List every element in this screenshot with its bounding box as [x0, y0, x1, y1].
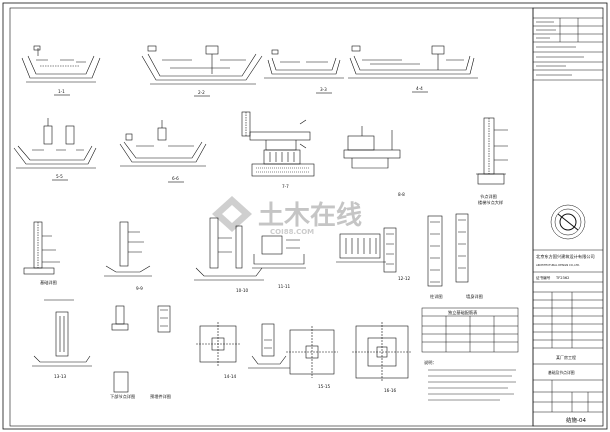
- section-9-9: 基础详图: [23, 221, 60, 286]
- reinforcement-table: 独立基础配筋表: [421, 307, 519, 353]
- section-1-1: 1-1: [21, 45, 101, 96]
- section-label-11-11: 11-11: [278, 284, 291, 289]
- note-label-embed-detail: 预埋件详图: [150, 393, 171, 400]
- section-3-3: 3-3: [264, 49, 344, 94]
- section-label-9-9: 9-9: [136, 286, 143, 291]
- note-label-foundation-detail: 基础详图: [40, 279, 57, 286]
- company-name: 北京东方国兴建筑设计有限公司: [536, 253, 595, 260]
- section-label-2-2: 2-2: [198, 90, 205, 95]
- notes-heading: 说明：: [424, 359, 437, 366]
- section-14-14: 下部节点详图 预埋件详图: [110, 305, 171, 400]
- section-label-14-14: 14-14: [224, 374, 237, 379]
- section-2-2: 2-2: [141, 45, 263, 97]
- section-10-10: 9-9: [104, 221, 152, 291]
- section-label-4-4: 4-4: [416, 86, 423, 91]
- note-label-node-detail: 节点详图: [480, 193, 497, 200]
- section-label-7-7: 7-7: [282, 184, 289, 189]
- section-label-16-16: 16-16: [384, 388, 397, 393]
- note-label-lower-node: 下部节点详图: [110, 393, 135, 400]
- footing-plan-1: 14-14: [196, 322, 240, 379]
- note-label-wall-detail: 墙身详图: [466, 293, 483, 300]
- section-label-3-3: 3-3: [320, 87, 327, 92]
- watermark: 土木在线 COI88.COM: [212, 196, 362, 236]
- section-4-4: 4-4: [348, 45, 478, 93]
- section-5-5: 5-5: [13, 118, 97, 181]
- section-label-10-10: 10-10: [236, 288, 249, 293]
- section-7-7: 7-7: [241, 111, 315, 189]
- section-8-8: 8-8: [343, 126, 405, 197]
- notes-block: 说明：: [424, 359, 516, 401]
- section-12-12: 11-11: [252, 235, 306, 289]
- section-11-11: 10-10: [194, 217, 264, 293]
- company-seal-icon: [550, 204, 586, 240]
- section-13-13: 13-13: [32, 299, 92, 379]
- section-label-13-13: 13-13: [54, 374, 67, 379]
- rebar-detail-block: 12-12: [336, 227, 411, 281]
- company-name-en: ARCHITECTURAL DESIGN CO.,LTD.: [536, 263, 580, 267]
- section-6-6: 6-6: [119, 120, 207, 183]
- footing-plan-3: 16-16: [352, 322, 412, 393]
- section-label-6-6: 6-6: [172, 176, 179, 181]
- watermark-text: 土木在线: [258, 201, 362, 231]
- section-label-5-5: 5-5: [56, 174, 63, 179]
- title-block: 北京东方国兴建筑设计有限公司 ARCHITECTURAL DESIGN CO.,…: [532, 7, 604, 427]
- watermark-logo-icon: [212, 196, 252, 232]
- section-label-15-15: 15-15: [318, 384, 331, 389]
- column-detail: 柱详图 墙身详图: [427, 213, 483, 300]
- note-label-column-detail: 柱详图: [430, 293, 443, 300]
- watermark-text-en: COI88.COM: [270, 228, 314, 236]
- table-title: 独立基础配筋表: [448, 309, 478, 316]
- drawing-number: 结施-04: [566, 416, 586, 424]
- section-label-12-12: 12-12: [398, 276, 411, 281]
- section-label-8-8: 8-8: [398, 192, 405, 197]
- cert-label: 证书编号: [536, 275, 551, 280]
- detail-stair-node: 节点详图 楼梯节点大样: [476, 117, 508, 206]
- project-name: 某厂房工程: [556, 354, 576, 360]
- cert-number: TF2362: [555, 276, 569, 280]
- footing-section-1: [248, 323, 290, 369]
- note-label-stair-node: 楼梯节点大样: [478, 199, 503, 206]
- footing-plan-2: 15-15: [286, 326, 338, 389]
- section-label-1-1: 1-1: [58, 89, 65, 94]
- drawing-name: 基础及节点详图: [548, 370, 575, 375]
